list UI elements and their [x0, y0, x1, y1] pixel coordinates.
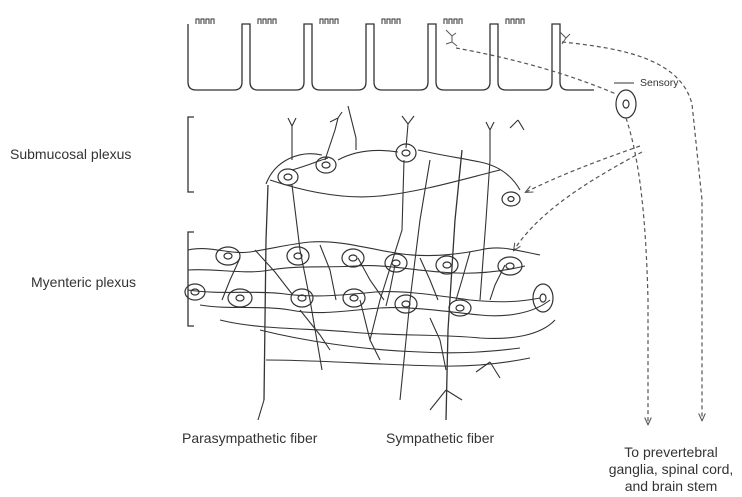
- mucosa-villi-outline: [188, 24, 594, 90]
- destination-line-1: To prevertebral: [602, 444, 740, 461]
- submucosal-neuron-nucleus: [284, 174, 292, 180]
- sympathetic-fiber-label: Sympathetic fiber: [386, 430, 494, 446]
- submucosal-neuron-nucleus: [402, 150, 410, 156]
- myenteric-neurons: [185, 247, 553, 316]
- nerve-fiber-network: [188, 106, 555, 420]
- myenteric-plexus-label: Myenteric plexus: [31, 274, 136, 290]
- submucosal-neuron-nucleus: [322, 162, 330, 168]
- submucosal-neuron: [278, 169, 298, 185]
- microvilli: [196, 19, 524, 24]
- destination-line-2: ganglia, spinal cord,: [602, 461, 740, 478]
- sensory-label: Sensory: [640, 77, 679, 89]
- submucosal-plexus-label: Submucosal plexus: [10, 146, 131, 162]
- myenteric-bracket: [188, 232, 194, 326]
- submucosal-neuron: [502, 192, 520, 206]
- submucosal-neuron: [316, 157, 336, 173]
- submucosal-neuron-nucleus: [508, 197, 514, 202]
- submucosal-bracket: [188, 117, 194, 192]
- sensory-neuron: [616, 90, 636, 118]
- destination-line-3: and brain stem: [602, 478, 740, 495]
- destination-label: To prevertebral ganglia, spinal cord, an…: [602, 444, 740, 495]
- parasympathetic-fiber-label: Parasympathetic fiber: [182, 430, 317, 446]
